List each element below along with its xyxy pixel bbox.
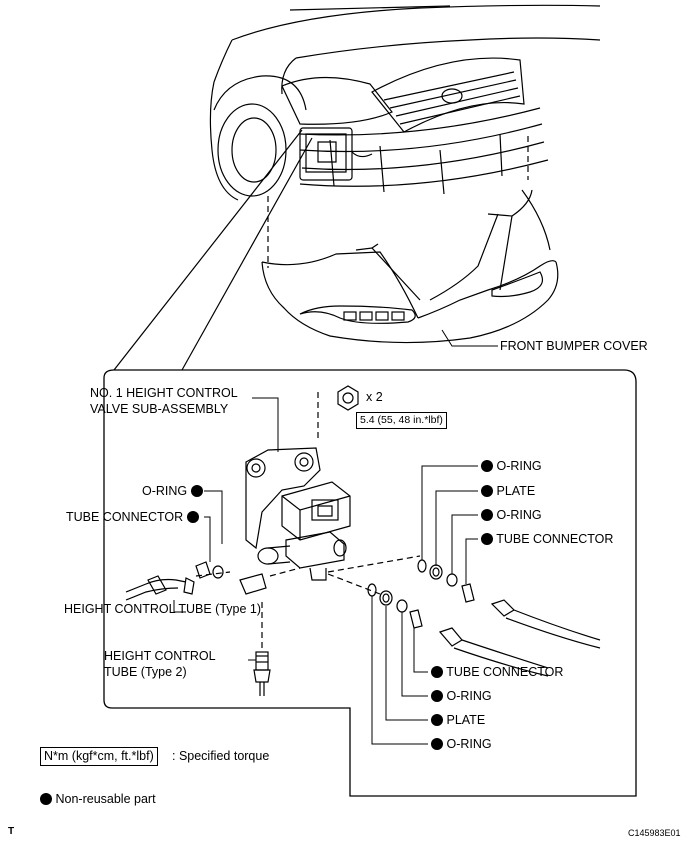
valve-label-line2: VALVE SUB-ASSEMBLY [90, 402, 229, 416]
front-bumper-cover-label: FRONT BUMPER COVER [500, 339, 648, 353]
non-reusable-dot-icon [481, 533, 493, 545]
non-reusable-dot-icon [481, 509, 493, 521]
front-bumper-cover-drawing [261, 189, 559, 347]
right-top-oring1-label: O-RING [481, 459, 542, 474]
corner-mark: T [8, 826, 15, 837]
legend-torque-description: : Specified torque [172, 749, 270, 763]
tube-type2-label-line1: HEIGHT CONTROL [104, 649, 216, 663]
right-bottom-plate-label: PLATE [431, 713, 485, 728]
non-reusable-dot-icon [431, 666, 443, 678]
right-bottom-tube-connector-text: TUBE CONNECTOR [446, 665, 564, 679]
left-tube-connector-text: TUBE CONNECTOR [66, 510, 184, 524]
non-reusable-dot-icon [431, 738, 443, 750]
right-top-oring2-text: O-RING [496, 508, 542, 522]
left-oring-text: O-RING [142, 484, 188, 498]
non-reusable-dot-icon [481, 460, 493, 472]
right-bottom-oring2-text: O-RING [446, 737, 492, 751]
tube-type1-label: HEIGHT CONTROL TUBE (Type 1) [64, 602, 262, 616]
right-bottom-oring1-text: O-RING [446, 689, 492, 703]
right-top-oring1-text: O-RING [496, 459, 542, 473]
right-bottom-oring2-label: O-RING [431, 737, 492, 752]
right-bottom-plate-text: PLATE [446, 713, 486, 727]
right-top-plate-label: PLATE [481, 484, 535, 499]
vehicle-front-drawing [209, 4, 601, 268]
non-reusable-dot-icon [190, 485, 203, 497]
right-top-tube-connector-text: TUBE CONNECTOR [496, 532, 614, 546]
legend-torque-unit-box: N*m (kgf*cm, ft.*lbf) [40, 747, 158, 766]
non-reusable-dot-icon [481, 485, 493, 497]
right-top-plate-text: PLATE [496, 484, 536, 498]
non-reusable-dot-icon [40, 793, 52, 805]
nut-quantity-label: x 2 [366, 390, 383, 404]
valve-label-line1: NO. 1 HEIGHT CONTROL [90, 386, 238, 400]
detail-callout-frame [103, 129, 637, 797]
right-top-tube-connector-label: TUBE CONNECTOR [481, 532, 613, 547]
non-reusable-dot-icon [431, 690, 443, 702]
legend-nonreusable-text: Non-reusable part [55, 792, 156, 806]
tube-type2-label-line2: TUBE (Type 2) [104, 665, 187, 679]
right-bottom-oring1-label: O-RING [431, 689, 492, 704]
right-fittings-drawing [327, 465, 601, 745]
right-bottom-tube-connector-label: TUBE CONNECTOR [431, 665, 563, 680]
illustration-code: C145983E01 [628, 828, 681, 838]
height-control-valve-drawing [125, 385, 359, 696]
non-reusable-dot-icon [431, 714, 443, 726]
legend-nonreusable: Non-reusable part [40, 792, 156, 807]
right-top-oring2-label: O-RING [481, 508, 542, 523]
torque-spec-box: 5.4 (55, 48 in.*lbf) [356, 412, 447, 429]
left-tube-connector-label: TUBE CONNECTOR [66, 510, 199, 525]
non-reusable-dot-icon [186, 511, 199, 523]
left-oring-label: O-RING [142, 484, 203, 499]
